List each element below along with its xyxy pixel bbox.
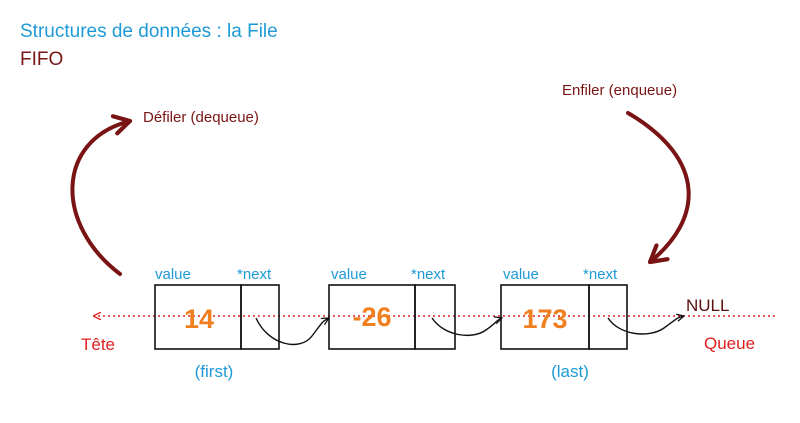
node-1-role-label: (first) — [195, 362, 234, 381]
enqueue-label: Enfiler (enqueue) — [562, 82, 677, 99]
enqueue-arrow — [626, 111, 691, 265]
page-subtitle: FIFO — [20, 49, 63, 70]
node-2-next-field-label: *next — [411, 266, 446, 283]
node-1-next-field-label: *next — [237, 266, 272, 283]
head-label: Tête — [81, 335, 115, 354]
dequeue-label: Défiler (dequeue) — [143, 109, 259, 126]
next-pointer-3-to-null — [607, 316, 684, 335]
node-1-value: 14 — [184, 304, 214, 334]
queue-node-last: value *next 173 (last) — [500, 266, 628, 381]
node-1-value-field-label: value — [155, 266, 191, 283]
next-pointer-1-to-2 — [255, 318, 329, 346]
node-3-next-cell — [588, 284, 628, 350]
node-1-next-cell — [240, 284, 280, 350]
node-3-value-field-label: value — [503, 266, 539, 283]
node-3-next-field-label: *next — [583, 266, 618, 283]
node-2-next-cell — [414, 284, 456, 350]
queue-node-middle: value *next -26 — [328, 266, 456, 350]
node-2-value: -26 — [352, 302, 391, 332]
page-title: Structures de données : la File — [20, 21, 278, 42]
node-2-value-field-label: value — [331, 266, 367, 283]
dequeue-arrow — [70, 114, 133, 276]
node-3-value: 173 — [522, 304, 567, 334]
tail-label: Queue — [704, 334, 755, 353]
next-pointer-2-to-3 — [431, 318, 502, 337]
queue-node-first: value *next 14 (first) — [154, 266, 280, 381]
null-label: NULL — [686, 296, 729, 315]
node-3-role-label: (last) — [551, 362, 589, 381]
